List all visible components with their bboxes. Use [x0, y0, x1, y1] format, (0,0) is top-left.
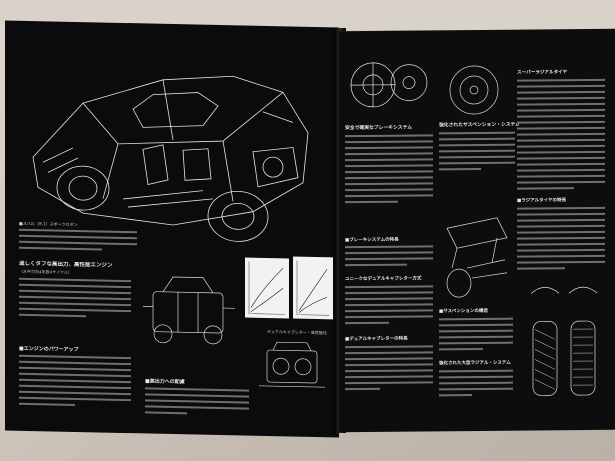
- suspension-illustration: [446, 217, 508, 298]
- carburetor-section-title: ユニークなデュアルキャブレター方式: [345, 276, 422, 283]
- brake-features-list: [345, 245, 433, 270]
- tire-features-title: ■ラジアルタイヤの特長: [517, 198, 566, 204]
- clutch-illustration: [449, 65, 499, 115]
- intro-paragraph: [19, 228, 137, 255]
- performance-chart-2: [293, 256, 333, 320]
- tire-section-title: スーパーラジアルタイヤ: [517, 70, 568, 76]
- radial-system-list: [439, 369, 513, 401]
- carburetor-paragraph: [345, 285, 433, 328]
- suspension-paragraph: [439, 131, 515, 175]
- suspension-section-title: 強化されたサスペンション・システム: [439, 122, 519, 129]
- tire-features-list: [517, 206, 605, 274]
- brochure-left-page: ■スバル（ff-1）スポーツセダン 逞しくタフな高出力、高性能エンジン （水平対…: [5, 20, 339, 438]
- engine-illustration: [143, 276, 235, 345]
- brake-features-title: ■ブレーキシステムの特長: [345, 237, 399, 244]
- engine-caption: デュアルキャブレター・高性能化: [267, 328, 327, 336]
- section2-title: ■エンジンのパワーアップ: [19, 345, 79, 354]
- brake-paragraph: [345, 134, 433, 207]
- suspension-structure-list: [439, 317, 513, 355]
- car-cutaway-illustration: [32, 75, 309, 242]
- carburetor-illustration: [259, 341, 325, 388]
- suspension-structure-title: ■サスペンションの構造: [439, 308, 488, 315]
- tire-diagram: [530, 286, 598, 396]
- brake-disc-illustration: [350, 62, 428, 108]
- section1-paragraph: [19, 277, 131, 322]
- brochure-right-page: 安全で確実なブレーキシステム ■ブレーキシステムの特長 ユニークなデュアルキャブ…: [339, 28, 615, 433]
- brake-section-title: 安全で確実なブレーキシステム: [345, 125, 413, 132]
- section2-paragraph: [19, 354, 131, 411]
- section3-title: ■高出力への配慮: [145, 378, 185, 386]
- carburetor-features-title: ■デュアルキャブレターの特長: [345, 336, 408, 343]
- radial-system-title: 強化された大型ラジアル・システム: [439, 360, 511, 367]
- carburetor-features-list: [345, 345, 433, 394]
- performance-chart-1: [245, 257, 289, 319]
- section3-paragraph: [145, 387, 249, 419]
- section1-subtitle: （水平対向4気筒4サイクル）: [19, 268, 72, 275]
- tire-paragraph: [517, 78, 605, 194]
